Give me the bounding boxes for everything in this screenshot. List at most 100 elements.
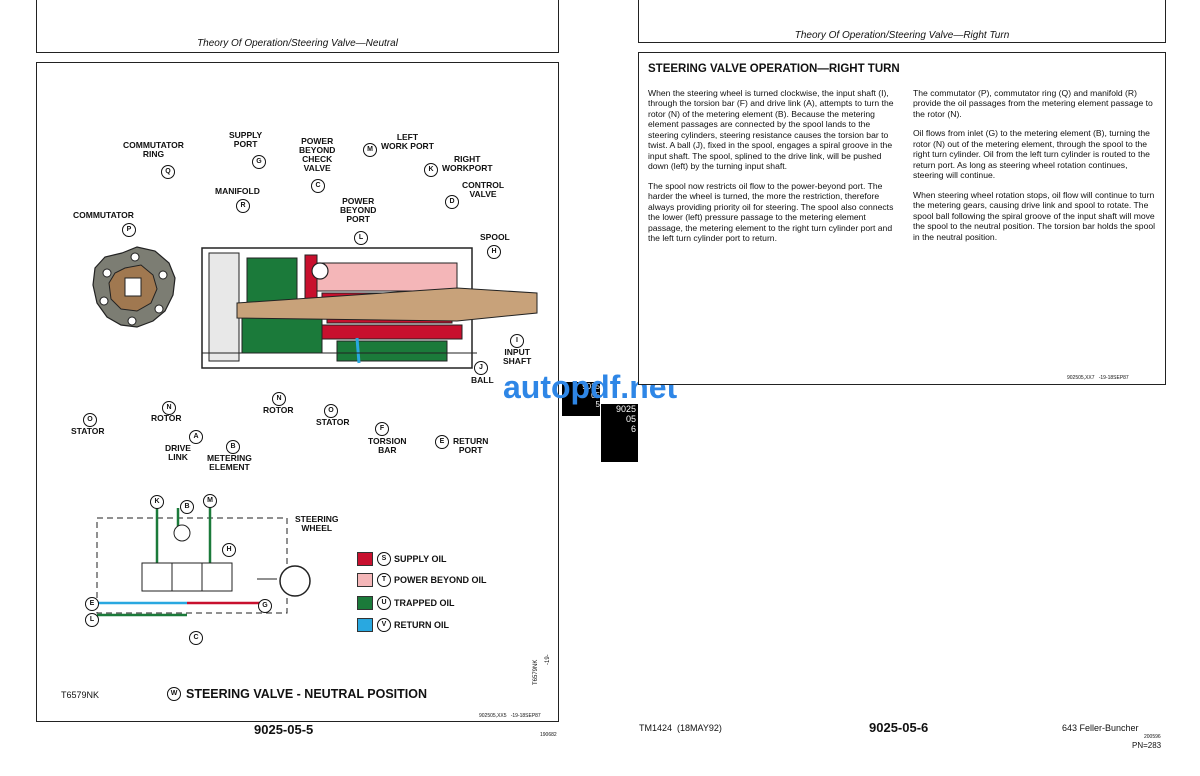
callout-l: L — [354, 231, 368, 245]
paragraph: When the steering wheel is turned clockw… — [648, 88, 894, 172]
schematic-callout-h: H — [222, 543, 236, 557]
callout-d: D — [445, 195, 459, 209]
left-doc-ref: 902505,XX5 -19-18SEP87 — [479, 713, 541, 719]
label-ball: BALL — [471, 375, 494, 385]
left-header-rule-left — [36, 0, 37, 52]
section-title: STEERING VALVE OPERATION—RIGHT TURN — [648, 63, 900, 75]
right-doc-ref: 902505,XX7 -19-18SEP87 — [1067, 375, 1129, 381]
label-manifold: MANIFOLD — [215, 186, 260, 196]
left-page-header: Theory Of Operation/Steering Valve—Neutr… — [197, 38, 398, 49]
footer-right: 643 Feller-Buncher — [1062, 723, 1139, 733]
text-column-2: The commutator (P), commutator ring (Q) … — [913, 88, 1158, 251]
label-power-beyond-port: POWER BEYOND PORT — [340, 196, 377, 224]
label-rotor-mid: ROTOR — [263, 405, 294, 415]
callout-n-left: N — [162, 401, 176, 415]
callout-e: E — [435, 435, 449, 449]
hydraulic-schematic — [96, 508, 311, 617]
legend-swatch — [357, 596, 373, 610]
schematic-callout-m: M — [203, 494, 217, 508]
callout-k: K — [424, 163, 438, 177]
vertical-small: -19- — [545, 654, 551, 665]
right-header-bottom-rule — [638, 42, 1166, 43]
legend-letter: S — [377, 552, 391, 566]
callout-i: I — [510, 334, 524, 348]
footer-left: TM1424 (18MAY92) — [639, 723, 722, 733]
callout-c: C — [311, 179, 325, 193]
center-tab-left: 9025 05 5 — [562, 382, 600, 416]
callout-f: F — [375, 422, 389, 436]
label-control-valve: CONTROL VALVE — [462, 180, 505, 199]
right-header-rule-left — [638, 0, 639, 42]
label-stator-mid: STATOR — [316, 417, 350, 427]
callout-o-left: O — [83, 413, 97, 427]
legend-swatch — [357, 618, 373, 632]
figure-title-row: W STEERING VALVE - NEUTRAL POSITION — [167, 687, 427, 701]
legend-power-beyond-oil: T POWER BEYOND OIL — [357, 573, 487, 587]
callout-a: A — [189, 430, 203, 444]
figure-title: STEERING VALVE - NEUTRAL POSITION — [186, 687, 427, 701]
left-header-rule-right — [558, 0, 559, 52]
paragraph: When steering wheel rotation stops, oil … — [913, 189, 1156, 242]
left-page-number: 9025-05-5 — [254, 722, 314, 737]
steering-valve-diagram — [92, 246, 538, 617]
callout-p: P — [122, 223, 136, 237]
legend-label: TRAPPED OIL — [394, 598, 455, 608]
legend-letter: U — [377, 596, 391, 610]
label-commutator-ring: COMMUTATOR RING — [123, 140, 184, 159]
legend-supply-oil: S SUPPLY OIL — [357, 552, 447, 566]
paragraph: The commutator (P), commutator ring (Q) … — [913, 88, 1153, 119]
vertical-code: T6579NK — [533, 659, 539, 685]
schematic-callout-c: C — [189, 631, 203, 645]
label-drive-link: DRIVE LINK — [165, 443, 191, 462]
label-steering-wheel: STEERING WHEEL — [295, 514, 339, 533]
text-column-1: When the steering wheel is turned clockw… — [648, 88, 898, 253]
legend-label: POWER BEYOND OIL — [394, 575, 487, 585]
callout-g: G — [252, 155, 266, 169]
left-figure-frame: COMMUTATOR RING SUPPLY PORT POWER BEYOND… — [36, 62, 559, 722]
legend-trapped-oil: U TRAPPED OIL — [357, 596, 455, 610]
callout-o-mid: O — [324, 404, 338, 418]
label-spool: SPOOL — [480, 232, 510, 242]
center-tab-right: 9025 05 6 — [601, 404, 638, 462]
legend-label: RETURN OIL — [394, 620, 449, 630]
label-supply-port: SUPPLY PORT — [229, 130, 263, 149]
schematic-callout-k: K — [150, 495, 164, 509]
valve-body-section — [201, 247, 538, 369]
label-left-work-port: LEFT WORK PORT — [381, 132, 434, 151]
legend-swatch — [357, 552, 373, 566]
label-right-workport: RIGHT WORKPORT — [442, 154, 493, 173]
label-stator-left: STATOR — [71, 426, 105, 436]
legend-label: SUPPLY OIL — [394, 554, 447, 564]
figure-code: T6579NK — [61, 690, 100, 700]
paragraph: The spool now restricts oil flow to the … — [648, 180, 894, 244]
callout-n-mid: N — [272, 392, 286, 406]
label-metering-element: METERING ELEMENT — [207, 453, 252, 472]
stator-rotor-end-view — [92, 246, 176, 328]
label-power-beyond-check-valve: POWER BEYOND CHECK VALVE — [299, 136, 336, 173]
left-tiny-ref: 190682 — [540, 732, 557, 738]
label-torsion-bar: TORSION BAR — [368, 436, 407, 455]
right-text-frame: STEERING VALVE OPERATION—RIGHT TURN When… — [638, 52, 1166, 385]
schematic-callout-l: L — [85, 613, 99, 627]
label-rotor-left: ROTOR — [151, 413, 182, 423]
callout-h: H — [487, 245, 501, 259]
footer-tiny: 200596 — [1144, 734, 1161, 740]
right-header-rule-right — [1165, 0, 1166, 42]
legend-letter: T — [377, 573, 391, 587]
paragraph: Oil flows from inlet (G) to the metering… — [913, 128, 1150, 181]
label-return-port: RETURN PORT — [453, 436, 489, 455]
right-page-header: Theory Of Operation/Steering Valve—Right… — [794, 30, 1010, 41]
left-header-bottom-rule — [36, 52, 559, 53]
callout-b: B — [226, 440, 240, 454]
schematic-callout-e: E — [85, 597, 99, 611]
legend-letter: V — [377, 618, 391, 632]
callout-m: M — [363, 143, 377, 157]
legend-return-oil: V RETURN OIL — [357, 618, 449, 632]
schematic-callout-g: G — [258, 599, 272, 613]
legend-swatch — [357, 573, 373, 587]
callout-q: Q — [161, 165, 175, 179]
callout-j: J — [474, 361, 488, 375]
right-page-number: 9025-05-6 — [869, 720, 929, 735]
schematic-callout-b: B — [180, 500, 194, 514]
label-input-shaft: INPUT SHAFT — [503, 347, 532, 366]
